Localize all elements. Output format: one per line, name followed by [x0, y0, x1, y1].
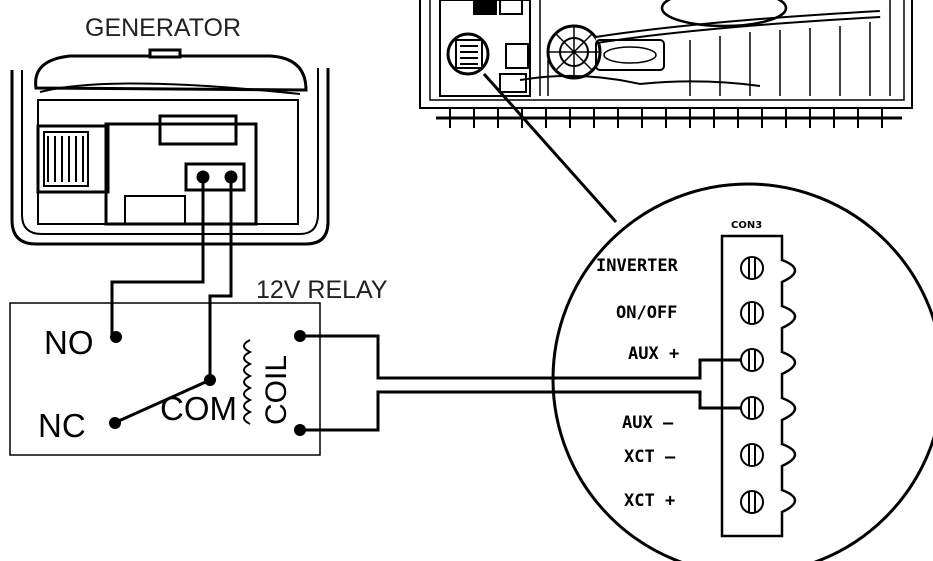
relay: 12V RELAY NO NC COM COIL	[9, 276, 388, 456]
inverter-terminal-label: INVERTER	[596, 256, 679, 276]
aux-plus-terminal-label: AUX +	[628, 344, 679, 364]
xct-plus-terminal-label: XCT +	[624, 491, 675, 511]
con3-label: CON3	[731, 220, 762, 231]
aux-minus-terminal-label: AUX –	[622, 413, 674, 433]
recoil-grille	[47, 136, 84, 182]
xct-minus-terminal-label: XCT –	[624, 447, 676, 467]
generator-label: GENERATOR	[85, 14, 241, 42]
on-off-terminal-label: ON/OFF	[616, 303, 677, 323]
com-label: COM	[160, 390, 237, 427]
nc-label: NC	[38, 407, 86, 444]
no-label: NO	[44, 324, 94, 361]
relay-label: 12V RELAY	[256, 276, 388, 304]
wires	[110, 177, 742, 432]
zoom-pointer-line	[482, 73, 618, 223]
terminal-zoom: CON3 INVERTER ON/OFF AUX + AUX – XCT – X…	[551, 182, 933, 561]
coil-label: COIL	[260, 355, 293, 425]
inverter-unit	[419, 0, 913, 128]
generator: GENERATOR	[10, 14, 330, 246]
coil-winding	[243, 339, 253, 425]
